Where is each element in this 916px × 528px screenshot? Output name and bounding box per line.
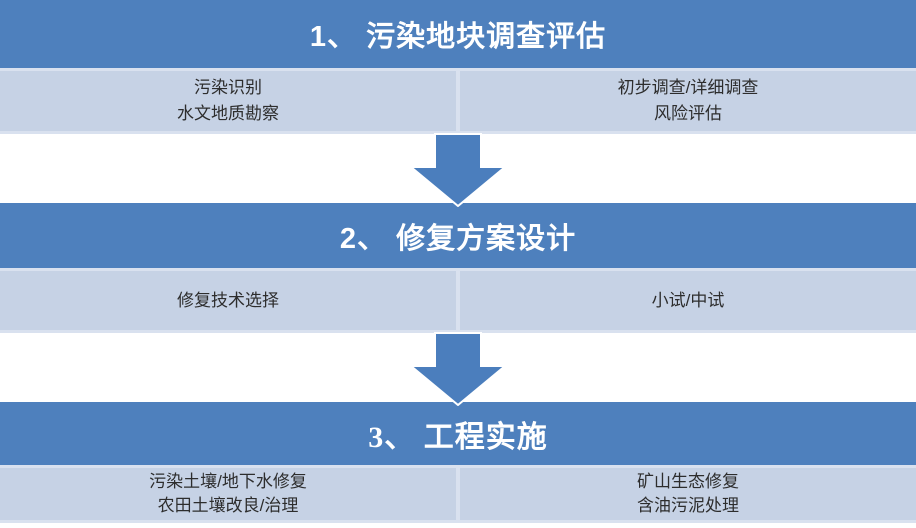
down-arrow-icon	[410, 133, 506, 207]
stage-2-item: 修复技术选择	[177, 290, 279, 310]
stage-1-item: 初步调查/详细调查	[617, 77, 759, 97]
stage-3-items-row: 污染土壤/地下水修复 农田土壤改良/治理 矿山生态修复 含油污泥处理	[0, 465, 916, 523]
stage-3-header: 3、 工程实施	[0, 402, 916, 465]
stage-3-item: 农田土壤改良/治理	[157, 496, 299, 515]
stage-1-left-cell: 污染识别 水文地质勘察	[0, 71, 456, 131]
stage-1-items-row: 污染识别 水文地质勘察 初步调查/详细调查 风险评估	[0, 68, 916, 134]
stage-2-item: 小试/中试	[651, 290, 725, 310]
stage-1-item: 污染识别	[194, 77, 262, 97]
stage-2-right-cell: 小试/中试	[460, 271, 916, 330]
stage-1-title: 1、 污染地块调查评估	[309, 21, 607, 53]
stage-2-header: 2、 修复方案设计	[0, 203, 916, 268]
stage-3-item: 矿山生态修复	[637, 472, 739, 491]
stage-1-right-cell: 初步调查/详细调查 风险评估	[460, 71, 916, 131]
stage-2-title: 2、 修复方案设计	[339, 222, 577, 255]
stage-3-left-cell: 污染土壤/地下水修复 农田土壤改良/治理	[0, 468, 456, 520]
stage-2-items-row: 修复技术选择 小试/中试	[0, 268, 916, 333]
stage-2-left-cell: 修复技术选择	[0, 271, 456, 330]
stage-3-title: 3、 工程实施	[368, 420, 548, 454]
down-arrow-icon	[410, 332, 506, 406]
stage-3-item: 污染土壤/地下水修复	[149, 472, 307, 491]
stage-3-right-cell: 矿山生态修复 含油污泥处理	[460, 468, 916, 520]
stage-1-item: 水文地质勘察	[177, 104, 279, 124]
stage-1-item: 风险评估	[654, 104, 722, 124]
stage-3-item: 含油污泥处理	[637, 496, 739, 515]
stage-1-header: 1、 污染地块调查评估	[0, 0, 916, 68]
